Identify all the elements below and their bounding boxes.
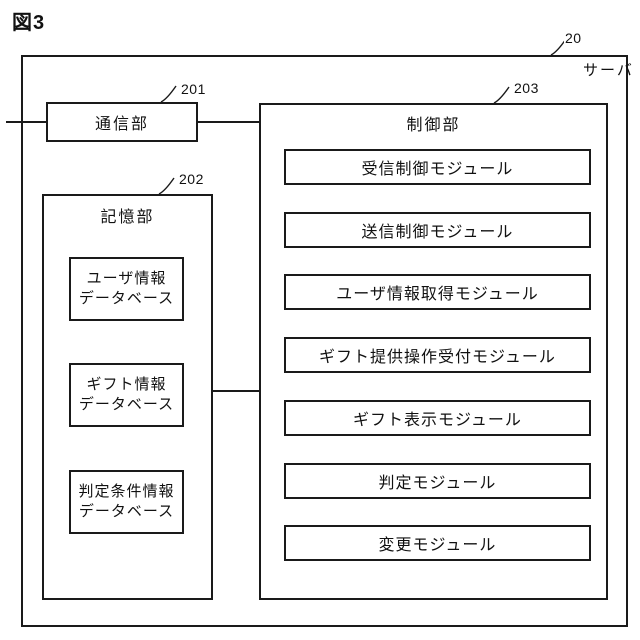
db-box-user-info: ユーザ情報 データベース <box>69 257 184 321</box>
storage-unit-label: 記憶部 <box>100 209 155 226</box>
module-box-gift-display: ギフト表示モジュール <box>284 400 591 436</box>
module-box-change: 変更モジュール <box>284 525 591 561</box>
module-box-judgment: 判定モジュール <box>284 463 591 499</box>
comm-unit-box: 通信部 <box>46 102 198 142</box>
ref-number-storage: 202 <box>178 171 205 187</box>
module-box-transmission-control: 送信制御モジュール <box>284 212 591 248</box>
db-box-gift-info: ギフト情報 データベース <box>69 363 184 427</box>
module-box-gift-offer-operation: ギフト提供操作受付モジュール <box>284 337 591 373</box>
module-label: 判定モジュール <box>378 475 497 492</box>
module-label: ユーザ情報取得モジュール <box>336 286 539 303</box>
module-box-reception-control: 受信制御モジュール <box>284 149 591 185</box>
module-label: 受信制御モジュール <box>361 161 514 178</box>
control-unit-label: 制御部 <box>406 117 461 134</box>
db-label-line1: ギフト情報 <box>86 376 167 393</box>
module-label: 変更モジュール <box>378 537 497 554</box>
ref-number-control: 203 <box>513 80 540 96</box>
ref-number-comm: 201 <box>180 81 207 97</box>
db-label-line2: データベース <box>78 396 175 413</box>
ref-number-server: 20 <box>564 30 583 46</box>
module-label: ギフト表示モジュール <box>353 412 522 429</box>
db-label-line1: ユーザ情報 <box>86 270 167 287</box>
control-unit-box: 制御部 受信制御モジュール 送信制御モジュール ユーザ情報取得モジュール ギフト… <box>259 103 608 600</box>
db-label-line2: データベース <box>78 503 175 520</box>
db-label-line1: 判定条件情報 <box>78 483 175 500</box>
server-label: サーバ <box>583 62 634 79</box>
figure-label: 図3 <box>12 12 46 34</box>
module-box-user-info-acquisition: ユーザ情報取得モジュール <box>284 274 591 310</box>
server-box <box>21 55 628 627</box>
comm-unit-label: 通信部 <box>94 116 149 133</box>
module-label: ギフト提供操作受付モジュール <box>319 349 556 366</box>
storage-unit-box: 記憶部 ユーザ情報 データベース ギフト情報 データベース 判定条件情報 データ… <box>42 194 213 600</box>
db-label-line2: データベース <box>78 290 175 307</box>
module-label: 送信制御モジュール <box>361 224 514 241</box>
db-box-judgment-condition-info: 判定条件情報 データベース <box>69 470 184 534</box>
